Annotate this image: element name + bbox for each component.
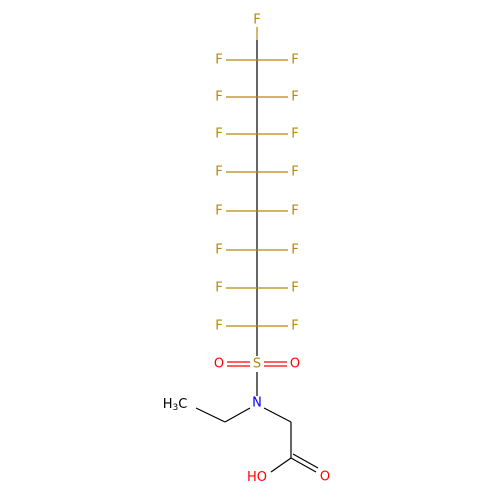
bond-n-ch2-acid bbox=[263, 407, 292, 423]
fluorine-atom-left-3: F bbox=[215, 127, 222, 142]
bond-n-ethyl-ch2 bbox=[224, 407, 251, 423]
fluorine-atom-left-6: F bbox=[215, 243, 222, 258]
fluorine-atom-right-5: F bbox=[291, 204, 298, 219]
bond-ethyl-ch2-ch3 bbox=[195, 407, 226, 423]
sulfur-atom: S bbox=[253, 357, 261, 372]
fluorine-atom-left-5: F bbox=[215, 204, 222, 219]
fluorine-atom-right-3: F bbox=[291, 127, 298, 142]
carbonyl-oxygen: O bbox=[320, 470, 330, 485]
methyl-subscript: 3 bbox=[172, 403, 178, 413]
fluorine-atom-left-1: F bbox=[215, 53, 222, 68]
nitrogen-atom: N bbox=[252, 396, 262, 411]
fluorine-atom-right-1: F bbox=[291, 53, 298, 68]
hydroxyl-h: H bbox=[247, 470, 257, 485]
fluorine-atom-top: F bbox=[253, 13, 260, 28]
fluorine-atom-left-7: F bbox=[215, 281, 222, 296]
hydroxyl-o: O bbox=[257, 470, 267, 485]
double-bond-co-a bbox=[290, 457, 317, 473]
fluorine-atom-right-4: F bbox=[291, 165, 298, 180]
fluorine-atom-right-6: F bbox=[291, 243, 298, 258]
fluorine-atom-right-7: F bbox=[291, 281, 298, 296]
hydroxyl-label: HO bbox=[247, 470, 267, 485]
bond-c-oh bbox=[270, 457, 292, 473]
methyl-c: C bbox=[178, 397, 187, 412]
methyl-label: H3C bbox=[163, 397, 188, 414]
methyl-h: H bbox=[163, 397, 173, 412]
fluorine-atom-left-8: F bbox=[215, 319, 222, 334]
fluorine-atom-right-8: F bbox=[291, 319, 298, 334]
double-bond-co-b bbox=[292, 453, 319, 469]
sulfonyl-oxygen-left: O bbox=[214, 357, 224, 372]
fluorine-atom-left-2: F bbox=[215, 90, 222, 105]
sulfonyl-oxygen-right: O bbox=[290, 357, 300, 372]
fluorine-atom-right-2: F bbox=[291, 90, 298, 105]
fluorine-atom-left-4: F bbox=[215, 165, 222, 180]
